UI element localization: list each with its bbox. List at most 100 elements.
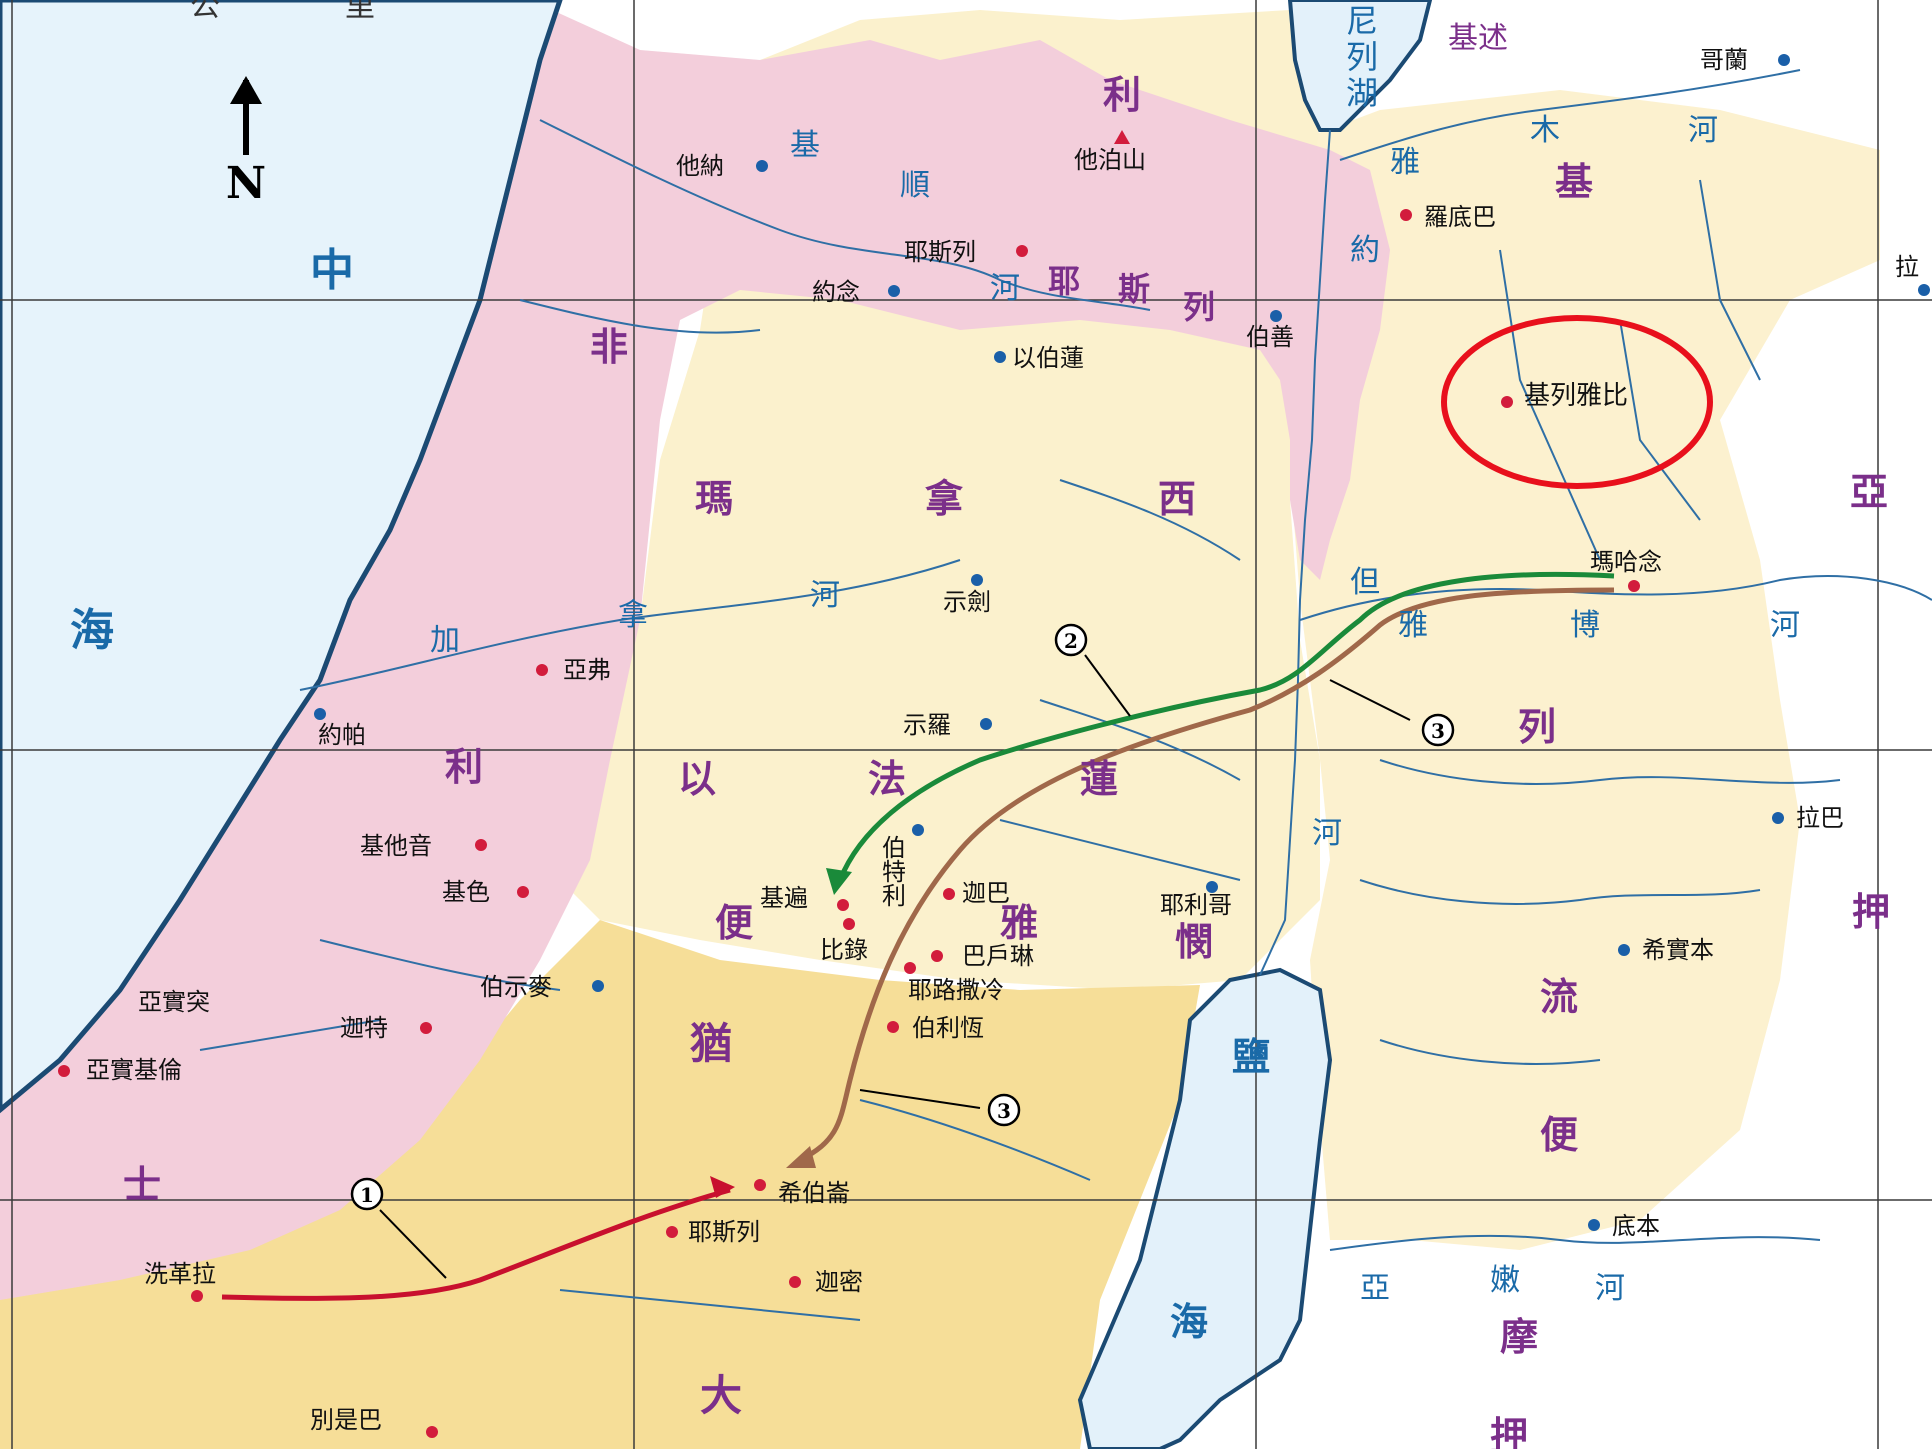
manasseh-label-1: 瑪 <box>695 477 733 521</box>
geshur-label: 基述 <box>1448 21 1508 56</box>
route-1-arrow <box>221 1187 731 1301</box>
city-jericho: 耶利哥 <box>1160 891 1232 919</box>
city-ashdod: 亞實突 <box>138 988 210 1016</box>
scale-label-left: 公 <box>190 0 220 24</box>
jabbok-label-3: 河 <box>1770 608 1800 643</box>
jordan-river <box>1259 129 1331 976</box>
jezreel-label-2: 斯 <box>1118 270 1150 308</box>
galilee-label-1: 尼 <box>1346 2 1378 40</box>
city-ashkelon: 亞實基倫 <box>86 1056 182 1084</box>
reuben-label-2: 便 <box>1540 1113 1579 1157</box>
gilead-region <box>1290 90 1880 1250</box>
mediterranean-label-2: 海 <box>70 605 114 656</box>
arnon-label-3: 河 <box>1595 1271 1625 1306</box>
galilee-top-label: 利 <box>1103 73 1141 117</box>
route-marker-1: 1 <box>360 1183 374 1207</box>
rivers <box>199 69 1932 1321</box>
dead-sea <box>1077 967 1333 1449</box>
city-hebron: 希伯崙 <box>778 1179 850 1207</box>
city-beersheba: 別是巴 <box>310 1406 382 1434</box>
region-labels: 非 利 士 瑪 拿 西 以 法 蓮 便 雅 憫 猶 大 利 耶 斯 列 基 列 … <box>123 21 1890 1449</box>
dead-sea-label-1: 鹽 <box>1232 1035 1270 1079</box>
route-pointers <box>379 654 1411 1279</box>
city-joppa: 約帕 <box>318 721 366 749</box>
scale-label-right: 里 <box>345 0 375 24</box>
city-shechem: 示劍 <box>943 588 991 616</box>
benjamin-label-3: 憫 <box>1175 920 1213 964</box>
arnon-label-1: 亞 <box>1360 1271 1390 1306</box>
kanah-label-2: 河 <box>810 578 840 613</box>
sea-of-galilee <box>1287 0 1433 132</box>
city-carmel: 迦密 <box>815 1268 863 1296</box>
city-bethshemesh: 伯示麥 <box>480 973 552 1001</box>
route-marker-2: 2 <box>1064 629 1078 653</box>
benjamin-label-2: 雅 <box>1000 901 1038 945</box>
city-taanach: 他納 <box>676 152 724 180</box>
city-dibon: 底本 <box>1612 1212 1660 1240</box>
city-golan: 哥蘭 <box>1700 46 1748 74</box>
city-beeroth: 比錄 <box>820 936 868 964</box>
kishon-label-3: 河 <box>990 271 1020 306</box>
city-lodebar: 羅底巴 <box>1424 203 1496 231</box>
route-2-arrowhead <box>826 868 852 895</box>
gilead-label-1: 基 <box>1555 160 1593 204</box>
yarmuk-label-1: 雅 <box>1390 145 1420 180</box>
dead-sea-label-2: 海 <box>1170 1300 1208 1344</box>
galilee-label-3: 湖 <box>1346 74 1378 112</box>
city-shiloh: 示羅 <box>903 711 951 739</box>
route-1-arrowhead <box>710 1176 735 1198</box>
route-marker-3b: 3 <box>997 1099 1011 1123</box>
city-dots <box>58 54 1930 1438</box>
city-bethlehem: 伯利恆 <box>912 1014 984 1042</box>
kishon-label-1: 基 <box>790 128 820 163</box>
city-mahanaim: 瑪哈念 <box>1590 548 1662 576</box>
city-gibbethon: 基他音 <box>360 832 432 860</box>
kanah-river <box>299 559 961 691</box>
yarmuk-label-2: 木 <box>1530 113 1560 148</box>
route-2-arrow <box>837 571 1615 881</box>
moab-label-2: 押 <box>1490 1414 1528 1449</box>
city-gath: 迦特 <box>340 1014 388 1042</box>
kanah-label-3: 加 <box>430 623 460 658</box>
water-labels: 中 海 尼 列 湖 鹽 海 <box>70 2 1378 1344</box>
route-markers: 1 2 3 3 <box>350 623 1455 1211</box>
philistia-region <box>0 0 1390 1300</box>
route-marker-3a: 3 <box>1431 719 1445 743</box>
yarmuk-river <box>1339 69 1801 161</box>
philistia-label-1: 非 <box>590 325 628 369</box>
city-aphek: 亞弗 <box>563 656 611 684</box>
moab-label-1: 摩 <box>1500 1315 1538 1359</box>
jordan-label-3: 河 <box>1312 816 1342 851</box>
city-jezreel-south: 耶斯列 <box>688 1218 760 1246</box>
city-rabbah: 拉巴 <box>1796 804 1844 832</box>
mediterranean-label-1: 中 <box>310 245 354 296</box>
river-labels: 基 順 河 拿 河 加 約 但 河 雅 木 河 雅 博 河 亞 嫩 河 <box>430 113 1800 1306</box>
city-labels: 他納 他泊山 耶斯列 約念 以伯蓮 伯善 哥蘭 羅底巴 基列雅比 拉 瑪哈念 示… <box>86 46 1919 1434</box>
yarmuk-label-3: 河 <box>1688 113 1718 148</box>
ephraim-label-2: 法 <box>868 757 906 801</box>
jabbok-label-1: 雅 <box>1398 608 1428 643</box>
city-ibleam: 以伯蓮 <box>1012 344 1084 372</box>
city-geba: 迦巴 <box>962 879 1010 907</box>
aram-label: 亞 <box>1850 470 1888 514</box>
ephraim-label-3: 蓮 <box>1080 757 1118 801</box>
route-3-arrow <box>798 587 1615 1163</box>
philistia-label-2: 利 <box>445 745 483 789</box>
jordan-label-2: 但 <box>1350 565 1380 600</box>
philistia-label-3: 士 <box>123 1163 161 1207</box>
city-bethel-1: 伯特利 <box>882 834 906 910</box>
judah-label-1: 猶 <box>690 1019 732 1068</box>
ephraim-label-1: 以 <box>678 757 716 801</box>
north-arrow: N <box>226 76 266 209</box>
city-bahurim: 巴戶琳 <box>962 942 1034 970</box>
mediterranean-sea <box>0 0 563 1114</box>
city-bethshan: 伯善 <box>1246 323 1294 351</box>
ammon-label: 押 <box>1852 890 1890 934</box>
city-raba-top: 拉 <box>1895 253 1919 281</box>
highlight-circle <box>1441 315 1713 489</box>
city-ziklag: 洗革拉 <box>144 1260 216 1288</box>
city-shunem: 約念 <box>812 278 860 306</box>
galilee-label-2: 列 <box>1346 38 1378 76</box>
